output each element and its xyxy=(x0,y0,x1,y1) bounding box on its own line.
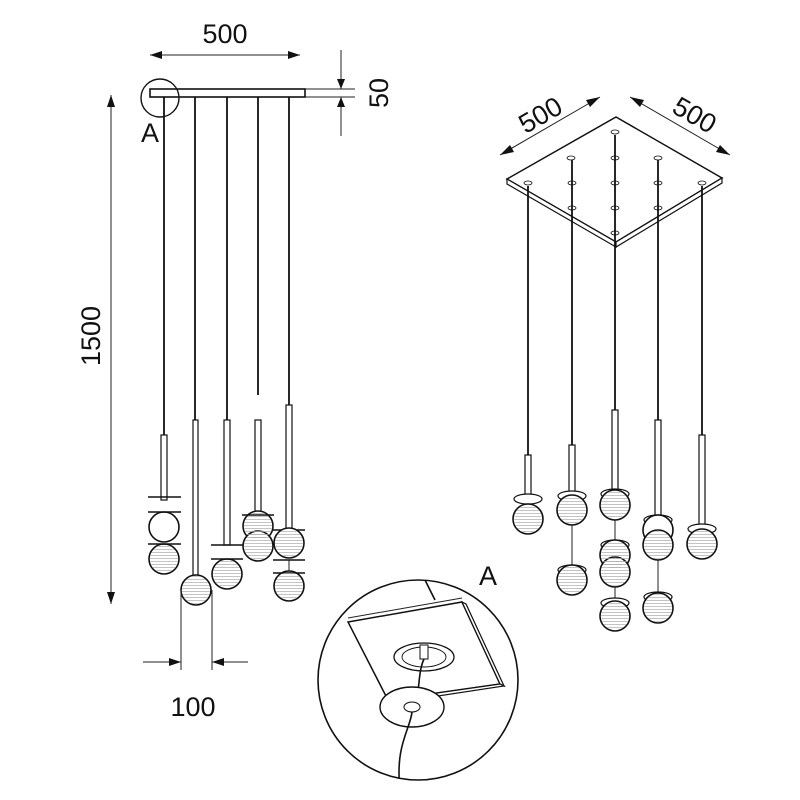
front-globe-stripes xyxy=(150,512,303,604)
globe-diameter-dimension: 100 xyxy=(143,590,248,722)
canopy-front xyxy=(149,88,306,98)
width-dimension-front: 500 xyxy=(150,19,300,59)
width-dimension-label: 500 xyxy=(202,19,247,49)
canopy-height-label: 50 xyxy=(364,78,394,108)
iso-width-left-label: 500 xyxy=(513,91,567,140)
canopy-height-dimension: 50 xyxy=(305,50,394,136)
globe-diameter-label: 100 xyxy=(170,692,215,722)
detail-zoom-label: A xyxy=(479,561,497,591)
globe xyxy=(148,511,180,543)
front-view: 500 50 1500 A xyxy=(76,19,394,722)
isometric-view: 500 500 xyxy=(499,91,731,632)
front-pendant-tubes xyxy=(160,404,293,580)
total-height-dimension: 1500 xyxy=(76,95,115,604)
detail-a-view: A xyxy=(317,561,519,781)
detail-marker-circle xyxy=(140,78,180,118)
iso-width-right-label: 500 xyxy=(667,91,721,140)
front-pendant-rods xyxy=(163,97,290,435)
iso-pendant-rods xyxy=(527,135,703,455)
iso-globe-stripes xyxy=(514,491,716,630)
iso-pendant-tubes xyxy=(524,409,706,600)
total-height-label: 1500 xyxy=(76,306,106,366)
detail-marker-label: A xyxy=(141,118,159,148)
